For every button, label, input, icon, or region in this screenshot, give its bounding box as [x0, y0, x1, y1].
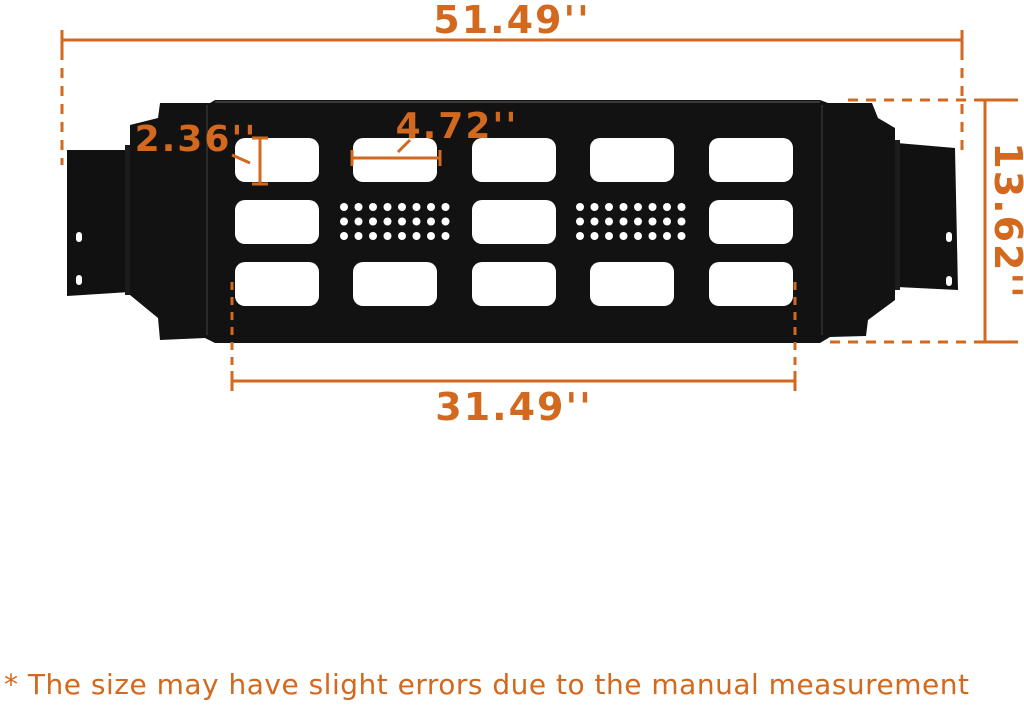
slot-length-label: 4.72'': [396, 106, 519, 147]
slot-hole: [590, 138, 674, 182]
slot-hole: [235, 262, 319, 306]
vent-hole: [383, 232, 392, 240]
vent-hole: [590, 203, 599, 211]
inner-width-label: 31.49'': [435, 385, 592, 429]
vent-hole: [576, 217, 584, 226]
vent-hole: [634, 217, 642, 226]
vent-hole: [634, 203, 642, 211]
vent-hole: [648, 203, 657, 211]
slot-holes: [235, 138, 793, 306]
slot-hole: [353, 262, 437, 306]
vent-hole: [398, 203, 406, 211]
vent-hole: [648, 217, 657, 226]
vent-hole: [677, 203, 686, 211]
vent-hole: [605, 232, 613, 240]
left-mounting-bracket: [67, 145, 139, 296]
vent-hole: [619, 232, 628, 240]
vent-hole: [576, 232, 584, 240]
vent-hole: [634, 232, 642, 240]
slot-height-label: 2.36'': [135, 119, 258, 160]
vent-hole: [340, 232, 348, 240]
vent-hole: [663, 203, 671, 211]
vent-hole: [427, 203, 435, 211]
vent-hole: [383, 217, 392, 226]
vent-hole: [412, 217, 421, 226]
slot-hole: [472, 262, 556, 306]
vent-hole: [412, 232, 421, 240]
vent-hole: [441, 217, 450, 226]
vent-hole: [605, 203, 613, 211]
slot-hole: [353, 138, 437, 182]
slot-hole: [472, 200, 556, 244]
vent-hole: [441, 203, 450, 211]
vent-hole: [383, 203, 392, 211]
overall-width-label: 51.49'': [433, 0, 590, 42]
vent-hole: [412, 203, 421, 211]
vent-hole: [663, 217, 671, 226]
vent-hole: [354, 217, 363, 226]
slot-hole: [235, 138, 319, 182]
dimension-lines: [60, 30, 1018, 391]
vent-hole-grid-right: [576, 203, 686, 240]
vent-hole: [354, 232, 363, 240]
vent-hole: [677, 217, 686, 226]
vent-hole: [605, 217, 613, 226]
slot-hole: [472, 138, 556, 182]
vent-hole: [354, 203, 363, 211]
height-label: 13.62'': [986, 142, 1024, 299]
vent-hole: [398, 232, 406, 240]
slot-hole: [590, 262, 674, 306]
slot-hole: [235, 200, 319, 244]
vent-hole: [576, 203, 584, 211]
slot-hole: [709, 138, 793, 182]
vent-hole: [427, 232, 435, 240]
vent-hole: [398, 217, 406, 226]
slot-hole: [709, 262, 793, 306]
vent-hole: [340, 203, 348, 211]
vent-hole-grid-left: [340, 203, 450, 240]
vent-hole: [619, 217, 628, 226]
vent-hole: [340, 217, 348, 226]
vent-hole: [677, 232, 686, 240]
measurement-footnote: * The size may have slight errors due to…: [4, 668, 970, 701]
vent-hole: [590, 217, 599, 226]
vent-hole: [590, 232, 599, 240]
vent-hole: [369, 232, 377, 240]
vent-hole: [369, 217, 377, 226]
right-mounting-bracket: [886, 140, 958, 290]
vent-hole: [427, 217, 435, 226]
vent-hole: [441, 232, 450, 240]
vent-hole: [663, 232, 671, 240]
vent-hole: [648, 232, 657, 240]
vent-hole: [619, 203, 628, 211]
slot-hole: [709, 200, 793, 244]
vent-hole: [369, 203, 377, 211]
